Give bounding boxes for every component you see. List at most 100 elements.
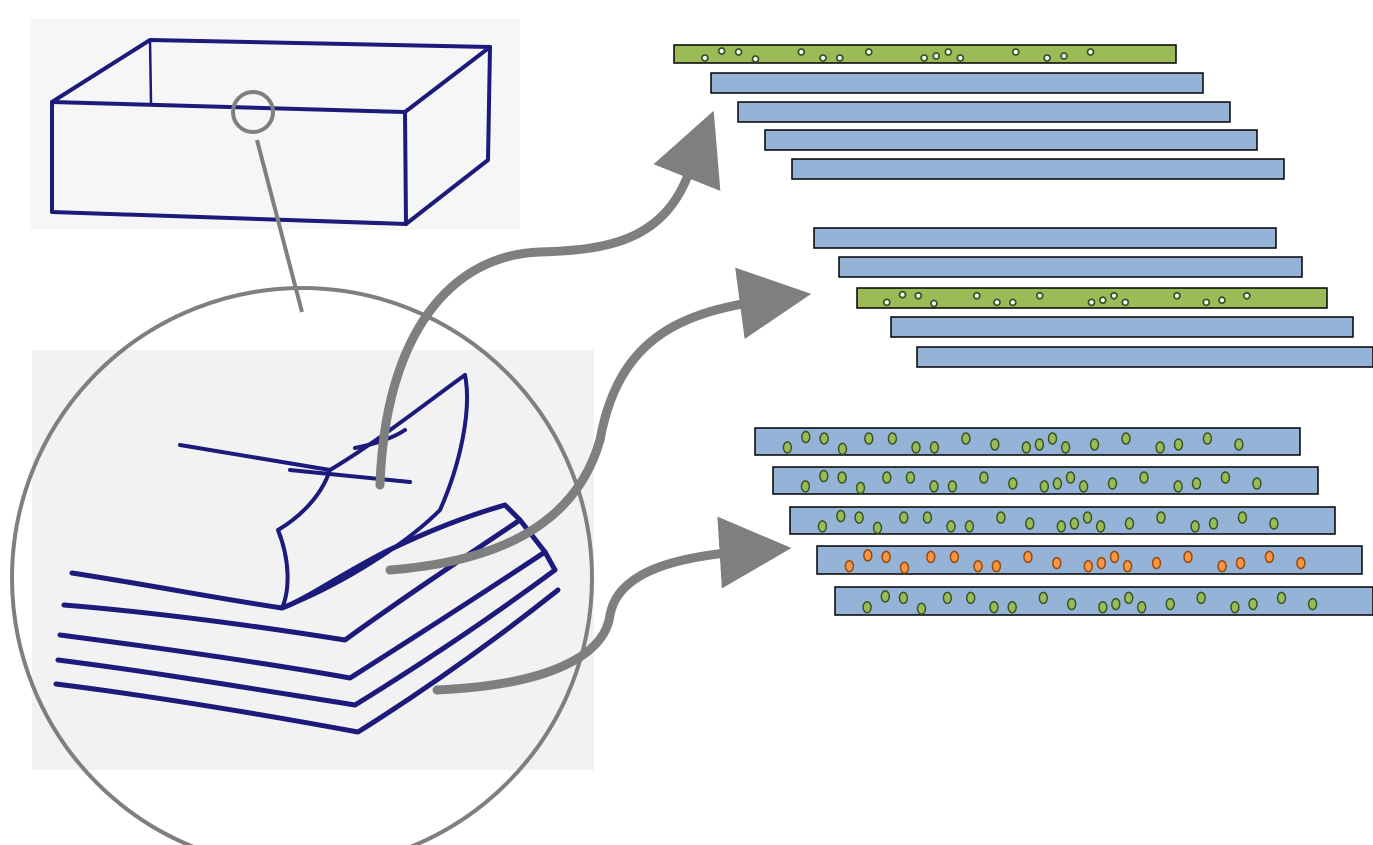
- green-particle: [1202, 432, 1213, 445]
- green-particle: [1237, 511, 1248, 524]
- orange-particle: [1264, 550, 1275, 564]
- green-particle: [1056, 520, 1067, 533]
- green-particle: [819, 54, 827, 62]
- magnifier-small-ring: [231, 90, 275, 134]
- green-particle: [956, 54, 965, 62]
- green-particle: [1021, 441, 1032, 454]
- green-particle: [1269, 517, 1279, 530]
- green-particle: [1155, 441, 1165, 454]
- green-particle: [864, 432, 874, 445]
- green-particle: [1121, 432, 1131, 445]
- green-particle: [887, 432, 898, 445]
- green-particle: [996, 511, 1006, 524]
- group-bottom: [754, 427, 1373, 616]
- green-particle: [882, 471, 892, 484]
- orange-particle: [1096, 556, 1107, 570]
- green-particle: [1252, 477, 1262, 490]
- green-particle: [1034, 438, 1045, 451]
- green-particle: [1038, 591, 1049, 605]
- green-particle: [914, 291, 923, 300]
- green-particle: [1039, 480, 1050, 493]
- green-particle: [1095, 520, 1106, 533]
- green-particle: [920, 54, 929, 62]
- orange-particle: [926, 550, 936, 564]
- green-particle: [899, 511, 909, 524]
- green-particle: [797, 48, 806, 56]
- green-particle: [1043, 54, 1051, 62]
- paper-sheet: [813, 227, 1277, 249]
- green-particle: [1218, 296, 1226, 305]
- green-particle: [972, 291, 981, 300]
- green-particle: [800, 480, 811, 493]
- box-sketch-panel: [30, 18, 520, 230]
- green-particle: [905, 471, 916, 484]
- orange-particle: [1151, 556, 1162, 570]
- green-particle: [946, 520, 956, 533]
- green-particle: [993, 298, 1001, 307]
- green-particle: [1065, 471, 1076, 484]
- green-particle: [1107, 477, 1118, 490]
- green-particle: [989, 600, 999, 614]
- green-particle: [1069, 517, 1080, 530]
- orange-particle: [1122, 559, 1133, 573]
- green-particle: [1220, 471, 1231, 484]
- green-particle: [1098, 600, 1108, 614]
- curved-arrow-icon: [375, 110, 721, 490]
- orange-particle: [1109, 550, 1120, 564]
- orange-particle: [1083, 559, 1094, 573]
- green-particle: [1276, 591, 1287, 605]
- green-particle: [990, 438, 1000, 451]
- green-particle: [1165, 597, 1175, 611]
- green-particle: [1190, 520, 1200, 533]
- green-particle: [932, 52, 941, 60]
- green-particle: [1086, 48, 1095, 56]
- green-particle: [837, 471, 847, 484]
- paper-stack-sketch-icon: [53, 373, 561, 735]
- paper-sheet: [710, 72, 1204, 94]
- orange-particle: [1052, 556, 1062, 570]
- green-particle: [1202, 298, 1211, 307]
- green-particle: [864, 48, 873, 56]
- orange-particle: [973, 559, 983, 573]
- green-particle: [1087, 298, 1096, 307]
- green-particle: [819, 432, 829, 445]
- green-particle: [1008, 298, 1017, 307]
- green-particle: [882, 298, 891, 307]
- orange-particle: [844, 559, 855, 573]
- green-particle: [929, 441, 940, 454]
- green-particle: [1025, 517, 1035, 530]
- green-particle: [1173, 438, 1184, 451]
- green-particle: [1248, 597, 1258, 611]
- green-particle: [1089, 438, 1100, 451]
- green-particle: [898, 591, 909, 605]
- magnifier-connector-line: [255, 139, 304, 313]
- green-particle: [1111, 597, 1121, 611]
- curved-arrow-icon: [385, 267, 812, 575]
- green-particle: [930, 299, 938, 308]
- green-particle: [916, 602, 927, 615]
- green-particle: [979, 471, 989, 484]
- paper-sheet: [737, 101, 1231, 123]
- green-particle: [1052, 477, 1063, 490]
- green-particle: [1047, 432, 1058, 445]
- group-middle: [813, 227, 1373, 368]
- green-particle: [1173, 480, 1183, 493]
- green-particle: [1007, 600, 1017, 614]
- green-particle: [1082, 511, 1093, 524]
- green-particle: [1060, 52, 1068, 60]
- green-particle: [817, 520, 828, 533]
- green-particle: [1173, 291, 1181, 300]
- green-particle: [961, 432, 971, 445]
- green-particle: [1121, 298, 1130, 307]
- green-particle: [1035, 291, 1044, 300]
- green-particle: [1208, 517, 1219, 530]
- green-particle: [880, 590, 891, 603]
- green-particle: [1136, 600, 1147, 614]
- green-particle: [1156, 511, 1166, 524]
- green-particle: [1242, 291, 1251, 300]
- green-particle: [751, 55, 760, 63]
- green-particle: [929, 480, 939, 493]
- magnifier-circle-icon: [10, 286, 594, 845]
- orange-particle: [1183, 550, 1193, 564]
- green-particle: [701, 54, 709, 62]
